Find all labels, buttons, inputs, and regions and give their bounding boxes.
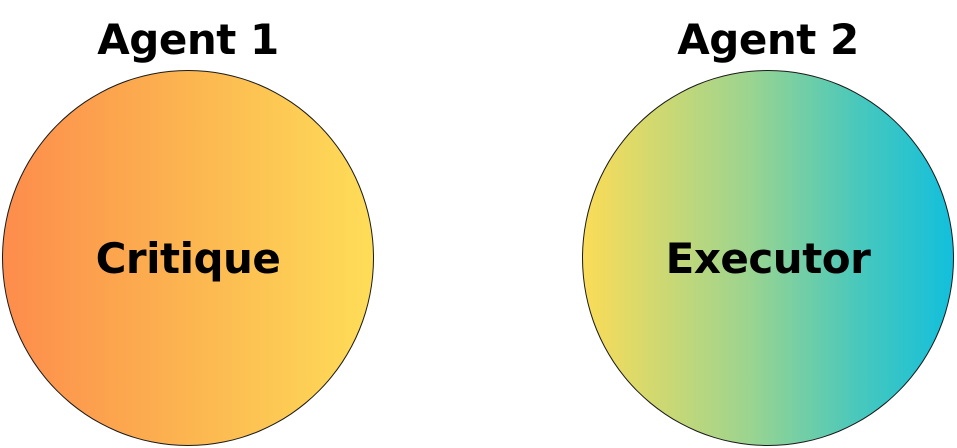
agent-2-circle: Executor	[582, 70, 954, 446]
agent-1-role-label: Critique	[95, 233, 281, 283]
agent-2-title: Agent 2	[677, 15, 859, 64]
agent-1-title: Agent 1	[97, 15, 279, 64]
agent-1-circle: Critique	[2, 70, 374, 446]
agent-2-role-label: Executor	[665, 233, 871, 283]
